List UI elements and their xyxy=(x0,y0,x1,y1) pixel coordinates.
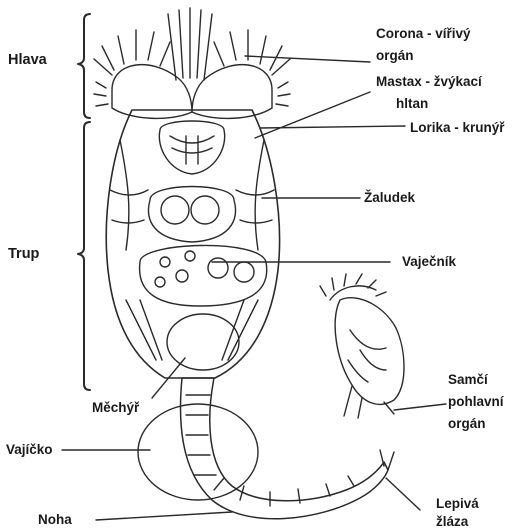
mastax-label-line1: Mastax - žvýkací xyxy=(376,72,482,92)
male-organ-label-line1: Samčí xyxy=(448,370,488,390)
stomach-label: Žaludek xyxy=(364,188,415,208)
foot-shape xyxy=(180,378,388,519)
lorica-label: Lorika - krunýř xyxy=(410,118,505,138)
ovary-shape xyxy=(140,245,267,306)
gland-label-line2: žláza xyxy=(436,512,468,532)
male-organ-label-line3: orgán xyxy=(448,414,486,434)
trunk-label: Trup xyxy=(8,244,39,264)
gland-label-line1: Lepivá xyxy=(436,494,479,514)
foot-label: Noha xyxy=(38,510,72,530)
egg-label: Vajíčko xyxy=(6,440,53,460)
ovary-label: Vaječník xyxy=(402,252,456,272)
head-label: Hlava xyxy=(8,50,47,70)
corona-label-line1: Corona - vířivý xyxy=(376,24,471,44)
male-organ-label-line2: pohlavní xyxy=(448,392,504,412)
male-organism-shape xyxy=(320,274,404,418)
mastax-shape xyxy=(159,121,224,174)
egg-shape xyxy=(138,404,258,500)
mastax-label-line2: hltan xyxy=(396,94,428,114)
corona-label-line2: orgán xyxy=(376,46,414,66)
lorica-shape xyxy=(106,110,279,378)
bladder-label: Měchýř xyxy=(92,398,139,418)
trunk-brace xyxy=(78,122,90,390)
corona-shape xyxy=(94,8,290,118)
head-brace xyxy=(78,14,90,118)
